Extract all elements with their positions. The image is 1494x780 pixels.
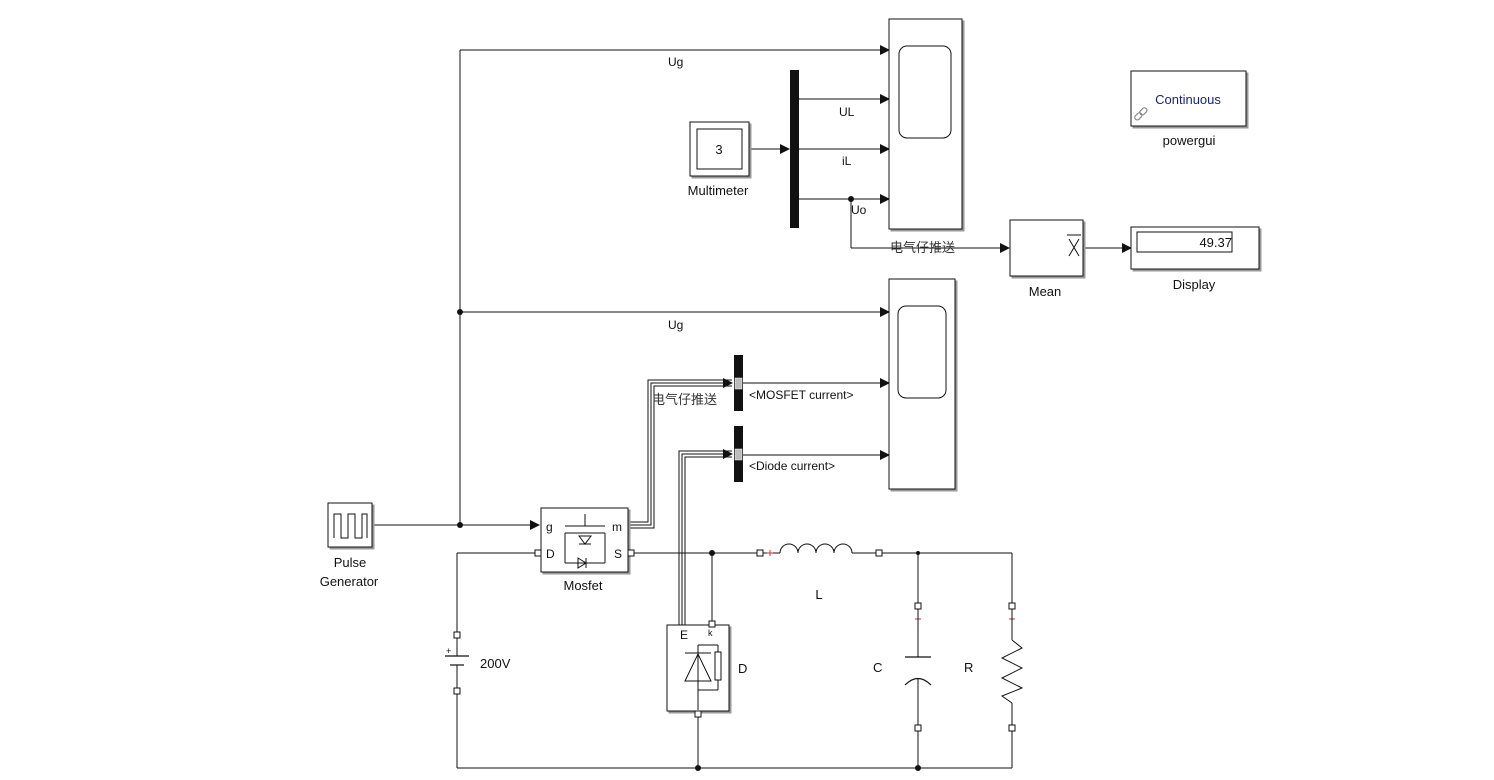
powergui-mode: Continuous xyxy=(1155,92,1221,107)
pulse-label-line2: Generator xyxy=(320,574,379,589)
multimeter-value: 3 xyxy=(715,142,722,157)
dc-voltage-source[interactable]: + xyxy=(445,631,469,695)
mosfet-symbol-icon xyxy=(564,514,606,569)
watermark-text: 电气仔推送 xyxy=(890,240,955,256)
scope-block-mid[interactable] xyxy=(888,278,956,490)
mosfet-port-g: g xyxy=(546,520,553,534)
diode-port-k: k xyxy=(708,628,713,638)
mosfet-port-m: m xyxy=(612,520,622,534)
signal-label-ug-top: Ug xyxy=(668,55,683,69)
power-wires xyxy=(456,552,1013,769)
capacitor-label: C xyxy=(873,660,882,675)
demux-mosfet[interactable] xyxy=(734,355,743,411)
signal-label-ul: UL xyxy=(839,105,855,119)
diode-block[interactable]: E k xyxy=(666,620,730,718)
display-block[interactable]: 49.37 xyxy=(1130,226,1260,270)
inductor-block[interactable] xyxy=(756,543,883,557)
resistor-block[interactable] xyxy=(1000,602,1024,732)
display-label: Display xyxy=(1173,277,1216,292)
signal-label-mosfet-current: <MOSFET current> xyxy=(749,388,853,402)
demux-diode[interactable] xyxy=(734,426,743,482)
resistor-label: R xyxy=(964,660,973,675)
link-icon xyxy=(1134,107,1148,121)
signal-label-il: iL xyxy=(842,154,852,168)
pulse-generator-block[interactable] xyxy=(327,502,373,548)
square-wave-icon xyxy=(333,513,368,539)
powergui-label: powergui xyxy=(1163,133,1216,148)
inductor-label: L xyxy=(815,587,822,602)
pulse-label-line1: Pulse xyxy=(334,555,367,570)
display-value: 49.37 xyxy=(1199,235,1232,250)
watermark-text: 电气仔推送 xyxy=(652,392,717,408)
mean-label: Mean xyxy=(1029,284,1062,299)
signal-wires xyxy=(372,45,1132,626)
multimeter-label: Multimeter xyxy=(688,183,749,198)
mosfet-block[interactable]: g m D S xyxy=(534,507,635,573)
bus-selector-block[interactable] xyxy=(790,70,799,228)
multimeter-block[interactable]: 3 xyxy=(689,121,750,177)
signal-label-uo: Uo xyxy=(851,203,867,217)
mean-block[interactable] xyxy=(1009,219,1084,277)
capacitor-block[interactable] xyxy=(904,602,932,732)
source-plus: + xyxy=(446,646,451,656)
signal-label-ug-mid: Ug xyxy=(668,318,683,332)
signal-label-diode-current: <Diode current> xyxy=(749,459,835,473)
mosfet-label: Mosfet xyxy=(563,578,602,593)
powergui-block[interactable]: Continuous xyxy=(1130,70,1247,127)
diode-label: D xyxy=(738,661,747,676)
diode-symbol-icon xyxy=(684,644,722,710)
mosfet-port-s: S xyxy=(614,547,622,561)
diode-port-e: E xyxy=(680,628,688,642)
scope-block-top[interactable] xyxy=(888,18,963,230)
mosfet-port-d: D xyxy=(546,547,555,561)
source-label: 200V xyxy=(480,656,511,671)
